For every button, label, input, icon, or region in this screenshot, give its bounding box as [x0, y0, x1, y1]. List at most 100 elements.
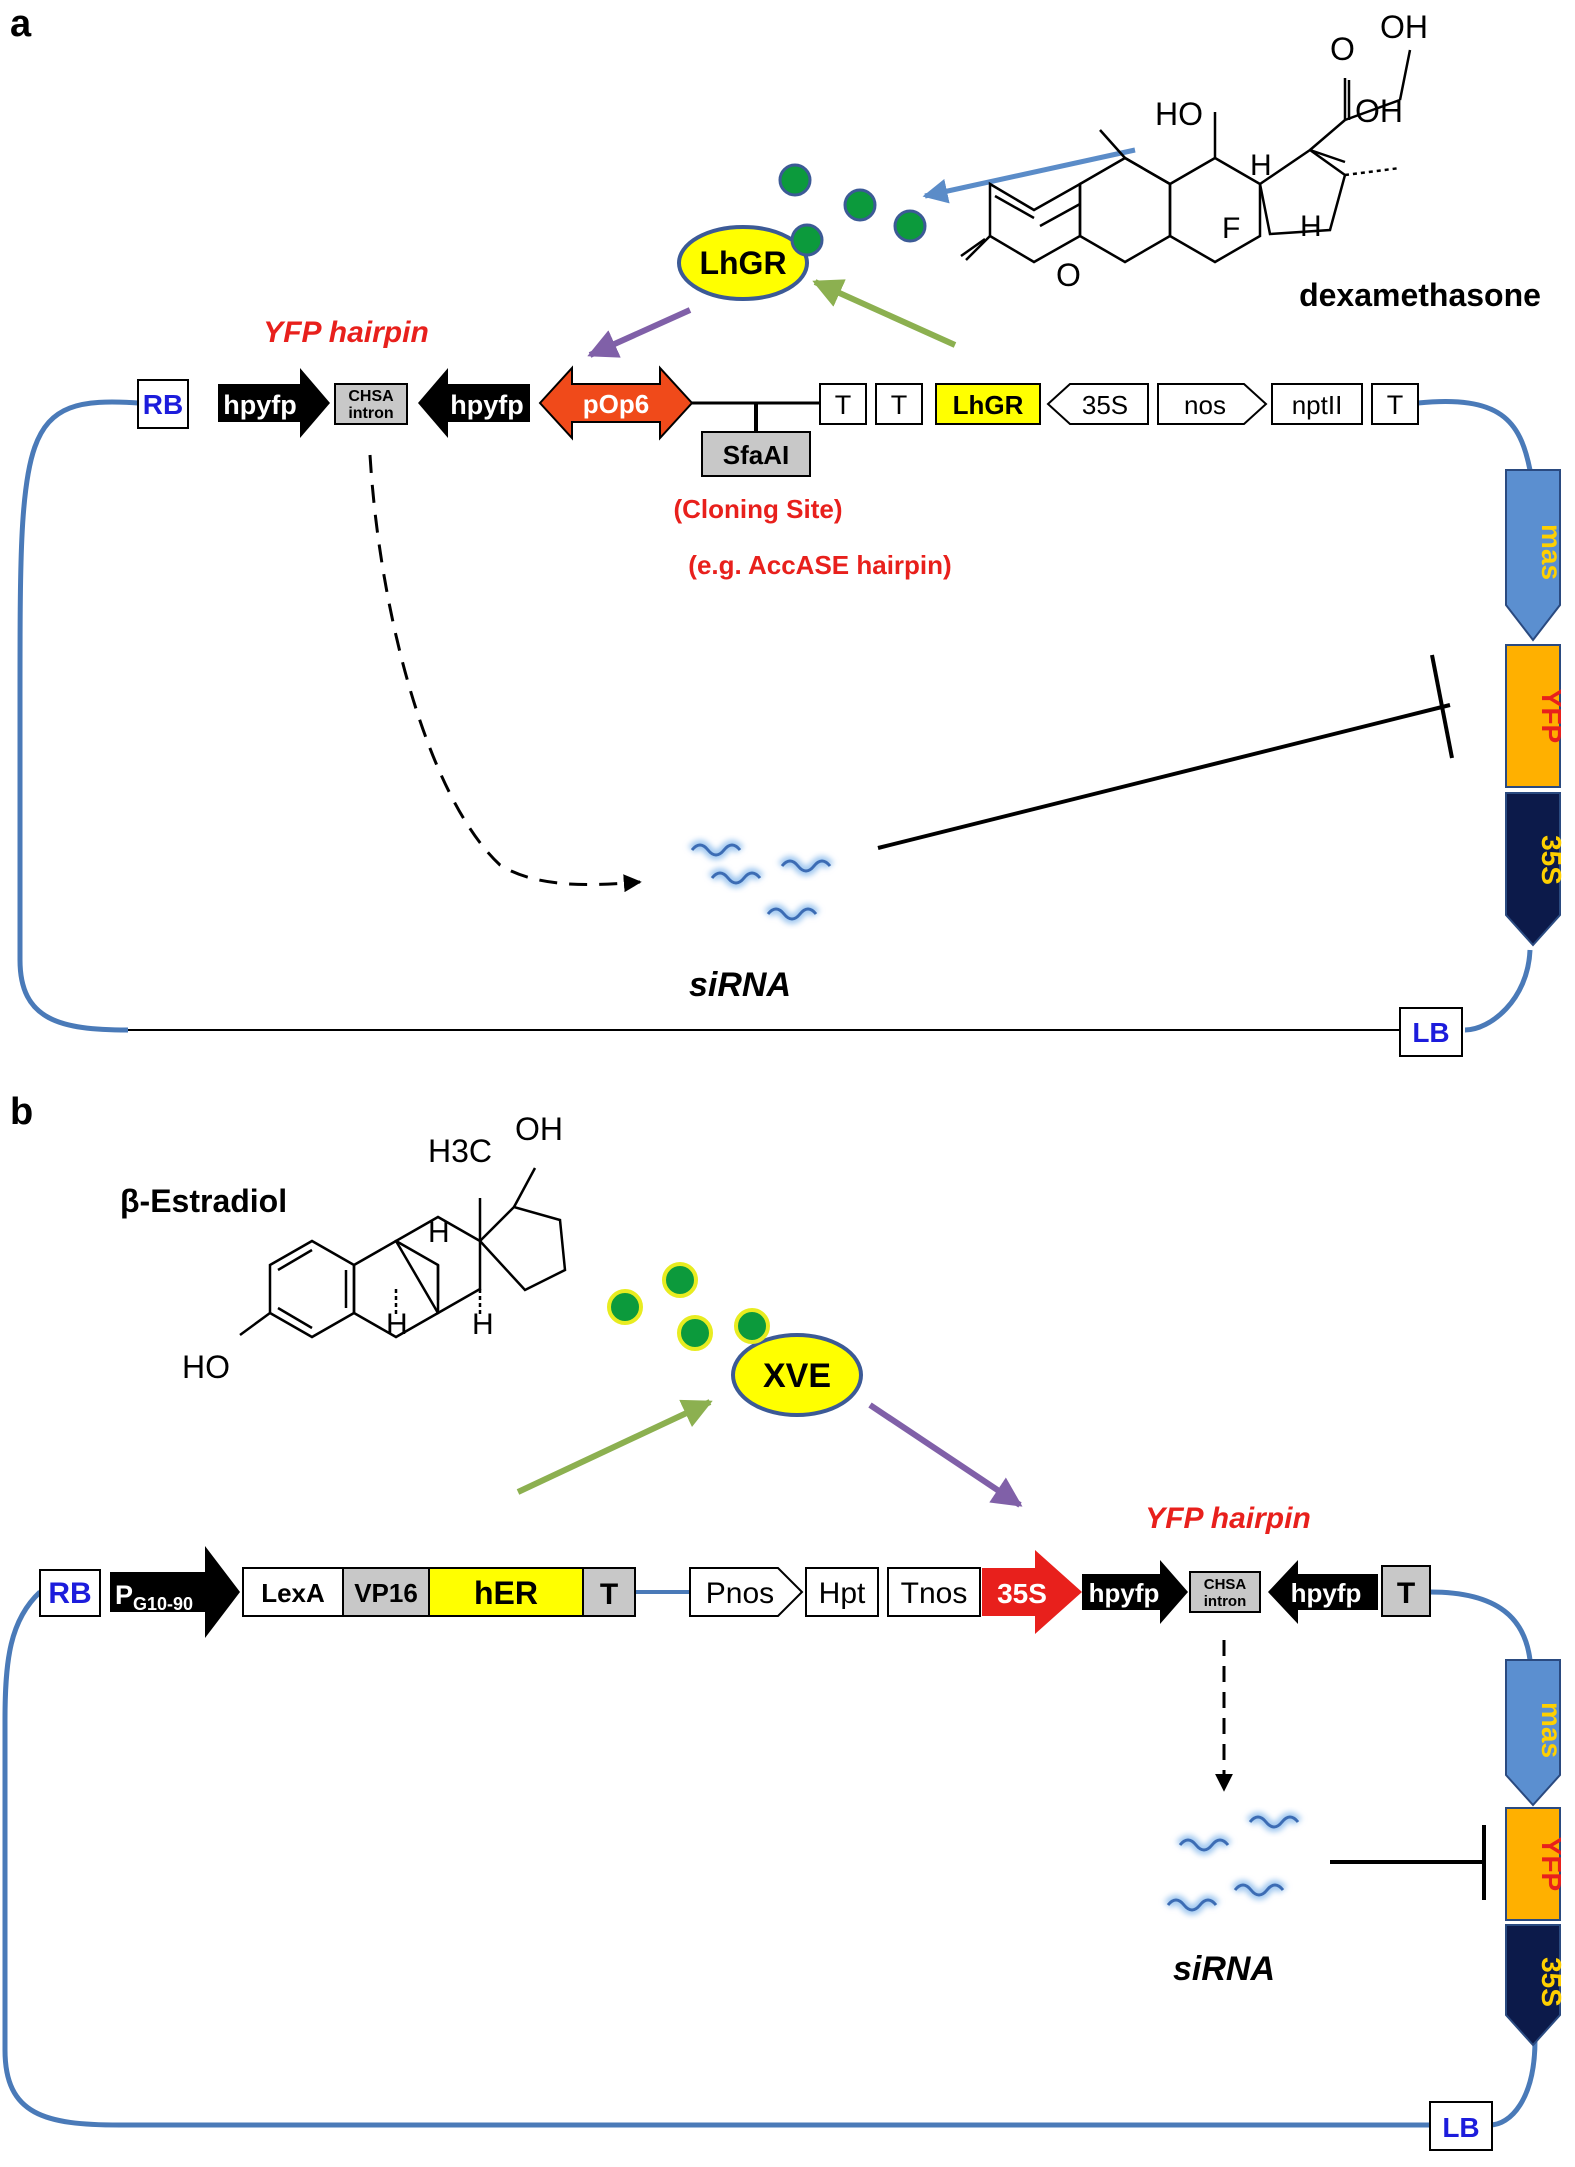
- yfp-hairpin-label-a: YFP hairpin: [263, 316, 429, 349]
- dex-ho-left: HO: [1155, 96, 1203, 132]
- rb-label-a: RB: [143, 389, 183, 420]
- panel-a: a RB hpyfp CHSA intron hpyfp pOp6 SfaAI …: [10, 3, 1567, 1057]
- dexamethasone-label: dexamethasone: [1299, 277, 1541, 313]
- mas-label-a: mas: [1536, 524, 1567, 580]
- pnos-label: Pnos: [706, 1577, 774, 1610]
- hpyfp-arrow-a2: [418, 368, 530, 438]
- lhgr-box-label: LhGR: [953, 390, 1024, 420]
- hpyfp-arrow-a1: [218, 368, 330, 438]
- rb-box-b: [39, 1569, 101, 1617]
- estradiol-h2: H: [386, 1308, 408, 1341]
- sirna-label-a: siRNA: [689, 966, 791, 1004]
- hpyfp-arrow-b2: [1268, 1560, 1378, 1624]
- estradiol-oh: OH: [515, 1111, 563, 1147]
- sfaai-label: SfaAI: [723, 440, 789, 470]
- backbone-b-right: [1429, 1589, 1538, 2128]
- lexa-label: LexA: [261, 1578, 325, 1608]
- yfp-label-a: YFP: [1536, 689, 1567, 743]
- dex-f: F: [1222, 212, 1240, 245]
- dashed-path-a: [368, 454, 642, 893]
- intron-label-b: intron: [1204, 1593, 1247, 1610]
- ligand-dot-a2: [843, 188, 877, 222]
- pg1090-arrow: [110, 1546, 240, 1638]
- example-label: (e.g. AccASE hairpin): [688, 550, 951, 580]
- estradiol-h3: H: [472, 1308, 494, 1341]
- dex-o-left: O: [1056, 257, 1081, 293]
- arrow-purple-b: [868, 1402, 1023, 1508]
- t-label-b2: T: [1397, 1577, 1415, 1610]
- xve-receptor: [731, 1333, 863, 1417]
- dex-oh-top: OH: [1380, 9, 1428, 45]
- p35s-arrow-b: [982, 1550, 1082, 1634]
- ligand-dot-b3: [677, 1315, 713, 1351]
- lb-label-a: LB: [1412, 1017, 1449, 1048]
- arrow-green-a: [812, 279, 957, 348]
- xve-receptor-label: XVE: [763, 1357, 831, 1395]
- dex-h2: H: [1300, 210, 1322, 243]
- lb-box-a: [1399, 1007, 1463, 1057]
- yfp-label-b: YFP: [1536, 1837, 1567, 1891]
- p35s-label-b-reporter: 35S: [1536, 1957, 1567, 2007]
- lb-label-b: LB: [1442, 2112, 1479, 2143]
- rb-label-b: RB: [48, 1577, 91, 1610]
- backbone-a: [17, 399, 139, 1033]
- nos-arrow: [1157, 383, 1268, 425]
- hpyfp-label-a1: hpyfp: [223, 390, 297, 420]
- yfp-box-b: [1505, 1807, 1561, 1921]
- dexamethasone-structure: [960, 49, 1412, 264]
- yfp-hairpin-label-b: YFP hairpin: [1145, 1502, 1311, 1535]
- p35s-label-a: 35S: [1082, 390, 1128, 420]
- lb-box-b: [1429, 2101, 1493, 2151]
- estradiol-label: β-Estradiol: [120, 1183, 287, 1219]
- sirna-group-a: [688, 840, 834, 924]
- pg-sub: G10-90: [133, 1594, 193, 1614]
- h3c-text: H3C: [428, 1133, 492, 1169]
- t-box-b2: [1381, 1565, 1431, 1617]
- ligand-dot-a4: [790, 223, 824, 257]
- hpt-box: [805, 1567, 879, 1617]
- lhgr-receptor-label: LhGR: [699, 245, 786, 281]
- panel-b: b RB PG10-90 LexA VP16 hER T Pnos Hpt Tn…: [2, 1091, 1567, 2151]
- p35s-label-a-reporter: 35S: [1536, 835, 1567, 885]
- rb-box-a: [137, 379, 189, 429]
- t-box-a3: [1371, 383, 1419, 425]
- estradiol-h3c: H3C: [428, 1133, 492, 1169]
- chsa-label-a: CHSA: [348, 388, 394, 405]
- hpyfp-label-b2: hpyfp: [1291, 1578, 1362, 1608]
- pop6-label: pOp6: [583, 389, 649, 419]
- lhgr-box: [935, 383, 1041, 425]
- arrow-purple-a: [587, 307, 692, 358]
- t-box-a1: [819, 383, 867, 425]
- sfaai-box: [701, 431, 811, 477]
- chsa-intron-a: [334, 383, 408, 425]
- intron-label-a: intron: [348, 405, 393, 422]
- ligand-dot-a1: [778, 163, 812, 197]
- cloning-site-label: (Cloning Site): [674, 494, 843, 524]
- dex-h1: H: [1250, 149, 1272, 182]
- t-box-b1: [582, 1567, 636, 1617]
- tnos-box: [887, 1567, 981, 1617]
- sirna-group-b: [1164, 1812, 1302, 1915]
- pg-main: P: [115, 1580, 133, 1610]
- t-label-a1: T: [835, 390, 852, 420]
- vp16-box: [342, 1567, 430, 1617]
- hpt-label: Hpt: [819, 1577, 866, 1610]
- t-box-a2: [875, 383, 923, 425]
- panel-b-label: b: [10, 1091, 33, 1133]
- hpyfp-arrow-b1: [1082, 1560, 1188, 1624]
- inhibition-bar-a: [1430, 654, 1454, 759]
- backbone-a-right: [1417, 399, 1533, 1033]
- mas-arrow-a: [1505, 469, 1561, 642]
- yfp-box-a: [1505, 644, 1561, 788]
- mas-label-b: mas: [1536, 1702, 1567, 1758]
- ligand-dot-b1: [607, 1289, 643, 1325]
- hpyfp-label-a2: hpyfp: [450, 390, 524, 420]
- dex-oh-right: OH: [1355, 93, 1403, 129]
- pnos-arrow: [689, 1567, 804, 1617]
- nptii-label: nptII: [1292, 390, 1343, 420]
- hpyfp-label-b1: hpyfp: [1089, 1578, 1160, 1608]
- t-label-b1: T: [600, 1578, 618, 1611]
- lhgr-receptor: [677, 225, 809, 301]
- p35s-box-a-reporter: [1505, 792, 1561, 947]
